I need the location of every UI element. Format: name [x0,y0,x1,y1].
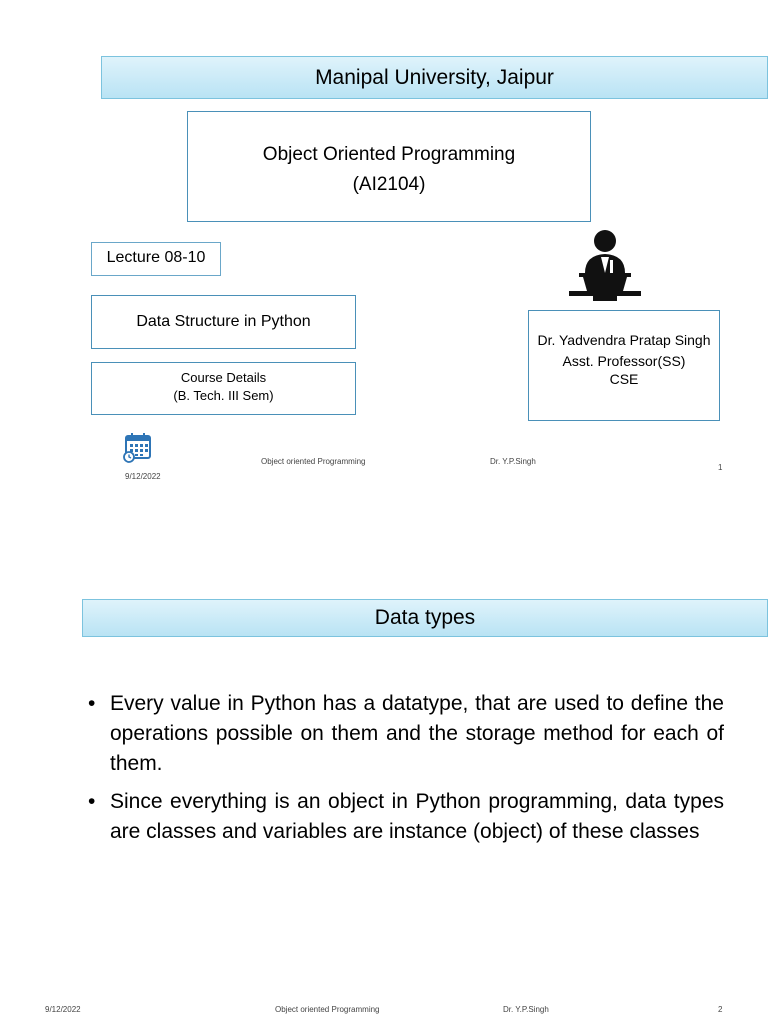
course-details-label: Course Details [180,370,267,385]
course-details-value: (B. Tech. III Sem) [173,388,274,403]
slide-2: Data types • Every value in Python has a… [0,540,768,1024]
instructor-box: Dr. Yadvendra Pratap Singh Asst. Profess… [528,310,720,421]
slide-title: Data types [374,606,476,629]
lecture-label: Lecture 08-10 [106,249,206,266]
list-item: • Every value in Python has a datatype, … [84,689,724,779]
footer-date: 9/12/2022 [45,1005,81,1014]
list-item: • Since everything is an object in Pytho… [84,787,724,847]
footer-page-number: 2 [718,1005,723,1014]
topic-label: Data Structure in Python [136,313,311,330]
bullet-text: Since everything is an object in Python … [110,790,724,843]
footer-author: Dr. Y.P.Singh [503,1005,549,1014]
course-title: Object Oriented Programming [262,144,516,165]
footer-course: Object oriented Programming [275,1005,380,1014]
footer-page-number: 1 [718,463,723,472]
instructor-title: Asst. Professor(SS) [562,353,686,369]
bullet-text: Every value in Python has a datatype, th… [110,692,724,775]
course-title-box: Object Oriented Programming (AI2104) [187,111,591,222]
footer-course: Object oriented Programming [261,457,366,466]
topic-box: Data Structure in Python [91,295,356,349]
footer-author: Dr. Y.P.Singh [490,457,536,466]
university-title: Manipal University, Jaipur [315,65,554,89]
speaker-podium-icon [569,230,641,301]
instructor-name: Dr. Yadvendra Pratap Singh [537,332,711,348]
slide-1: Manipal University, Jaipur Object Orient… [0,0,768,500]
calendar-icon [123,433,151,463]
instructor-dept: CSE [609,371,639,387]
course-details-box: Course Details (B. Tech. III Sem) [91,362,356,415]
university-banner: Manipal University, Jaipur [101,56,768,99]
bullet-marker: • [88,790,96,813]
bullet-list: • Every value in Python has a datatype, … [84,689,724,855]
slide-title-banner: Data types [82,599,768,637]
bullet-marker: • [88,692,96,715]
lecture-box: Lecture 08-10 [91,242,221,276]
footer-date: 9/12/2022 [125,472,161,481]
course-code: (AI2104) [352,174,426,195]
